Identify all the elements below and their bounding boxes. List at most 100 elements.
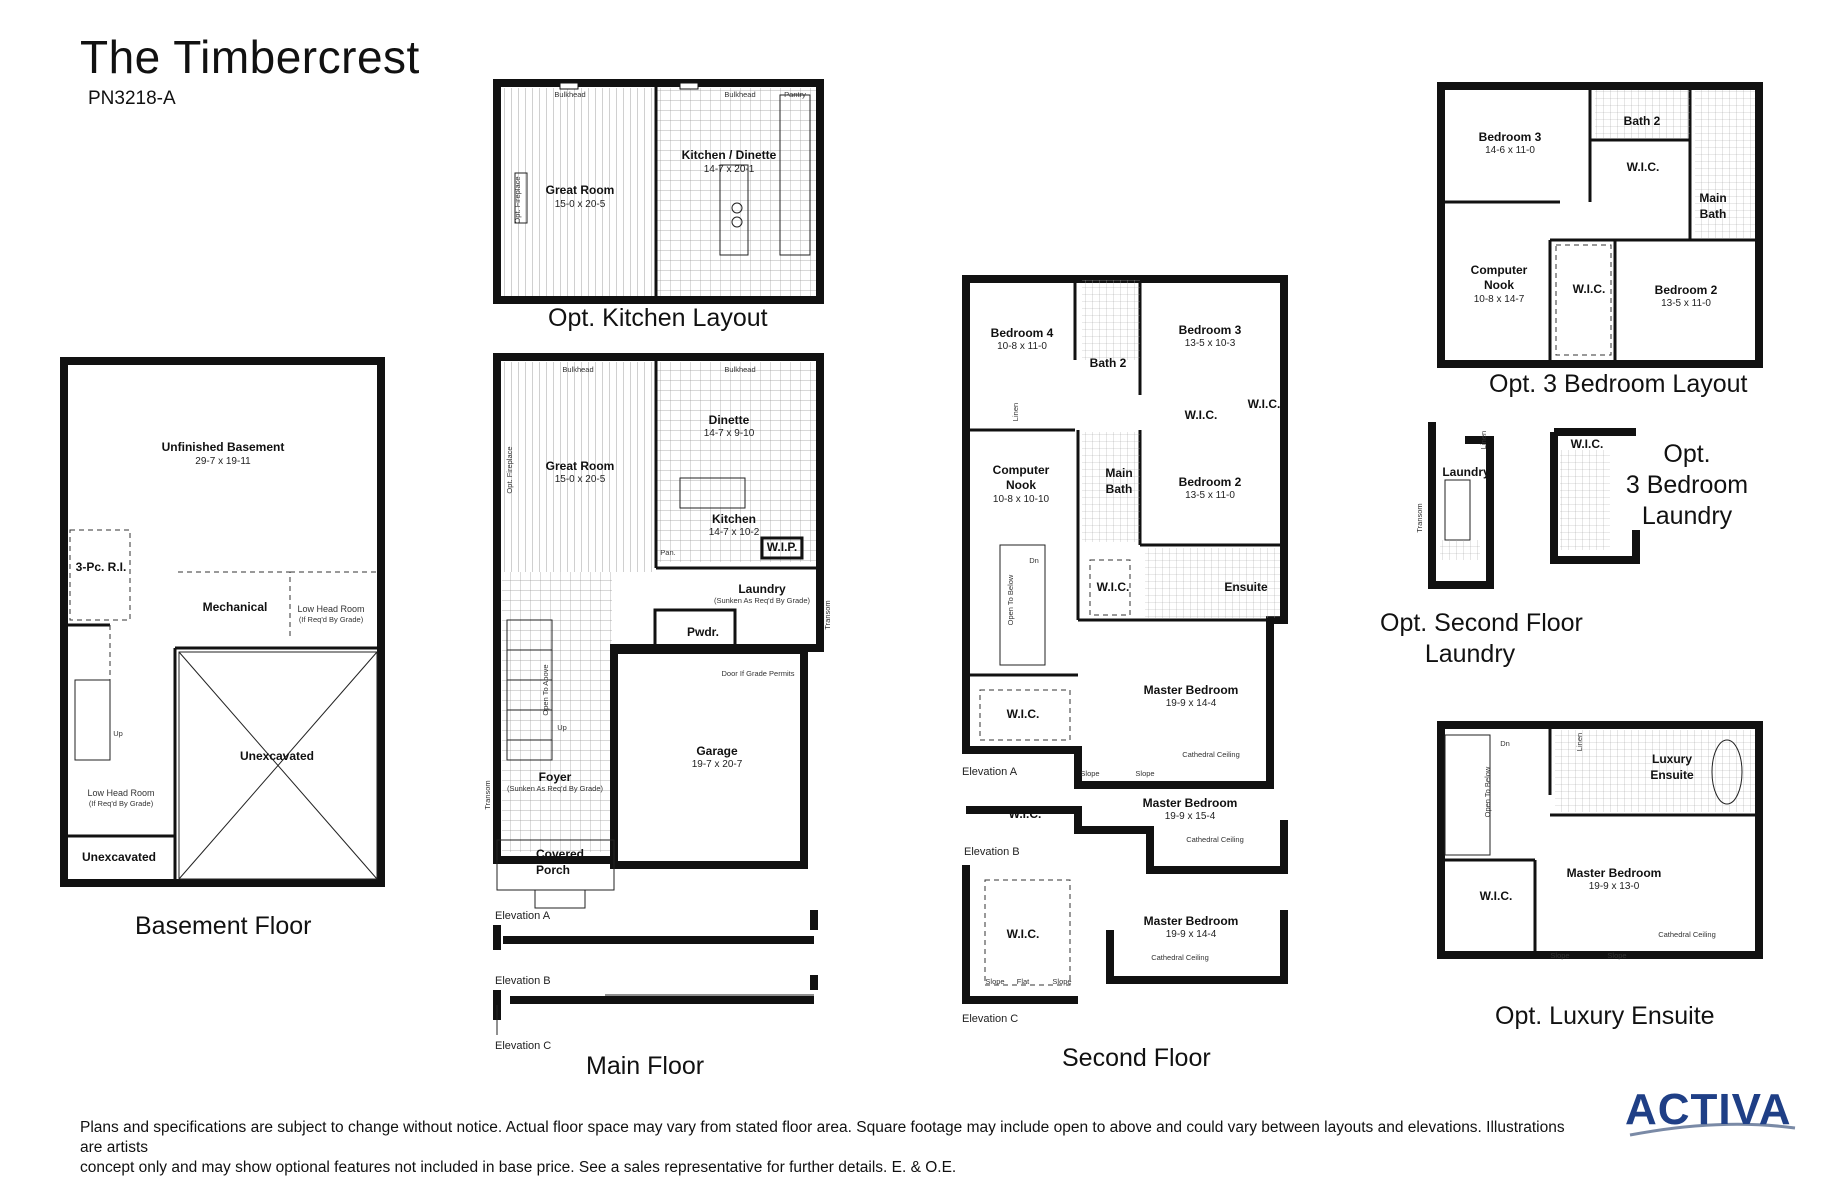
second-wic-b: W.I.C. xyxy=(1248,397,1281,411)
main-dinette-dim: 14-7 x 9-10 xyxy=(704,428,755,439)
three-bed-bedroom3-dim: 14-6 x 11-0 xyxy=(1485,145,1535,156)
basement-ri-label: 3-Pc. R.I. xyxy=(76,560,127,574)
second-open-below: Open To Below xyxy=(1006,574,1015,625)
main-bulkhead-2: Bulkhead xyxy=(724,365,755,374)
luxury-label-1: Luxury xyxy=(1652,752,1692,766)
second-main-bath-1: Main xyxy=(1105,466,1132,480)
basement-mechanical-label: Mechanical xyxy=(203,600,268,614)
second-flat: Flat xyxy=(1017,977,1030,986)
activa-logo-text: ACTIVA xyxy=(1625,1085,1792,1134)
main-laundry-note: (Sunken As Req'd By Grade) xyxy=(714,596,811,605)
main-elevation-b: Elevation B xyxy=(495,975,551,987)
plan-title: The Timbercrest xyxy=(80,31,420,83)
second-wic-a: W.I.C. xyxy=(1185,408,1218,422)
laundry-opt-wic: W.I.C. xyxy=(1571,437,1604,451)
three-bed-wic-1: W.I.C. xyxy=(1627,160,1660,174)
main-pantry: Pan. xyxy=(660,548,675,557)
main-floor-plan xyxy=(493,353,824,1035)
second-linen: Linen xyxy=(1011,403,1020,421)
second-wic-c-elev: W.I.C. xyxy=(1007,927,1040,941)
second-bath2-label: Bath 2 xyxy=(1090,356,1127,370)
main-door-note: Door If Grade Permits xyxy=(722,669,795,678)
three-bed-main-bath-1: Main xyxy=(1699,191,1726,205)
kitchen-opt-fireplace: Opt. Fireplace xyxy=(513,176,522,223)
main-wip-label: W.I.P. xyxy=(767,540,797,554)
opt-laundry-plans xyxy=(1428,422,1640,589)
luxury-master-label: Master Bedroom xyxy=(1567,866,1662,880)
three-bed-nook-1: Computer xyxy=(1471,263,1528,277)
caption-second-laundry-1: Opt. Second Floor xyxy=(1380,609,1583,637)
disclaimer-line-1: Plans and specifications are subject to … xyxy=(80,1119,1565,1156)
caption-three-bed-laundry-2: 3 Bedroom xyxy=(1625,471,1749,499)
plan-code: PN3218-A xyxy=(88,88,176,109)
kitchen-opt-great-room-dim: 15-0 x 20-5 xyxy=(555,199,606,210)
second-bedroom4-label: Bedroom 4 xyxy=(991,326,1054,340)
second-cathedral-c: Cathedral Ceiling xyxy=(1151,953,1209,962)
three-bed-bedroom2-dim: 13-5 x 11-0 xyxy=(1661,298,1711,309)
second-wic-d: W.I.C. xyxy=(1007,707,1040,721)
luxury-linen: Linen xyxy=(1575,733,1584,751)
second-dn: Dn xyxy=(1029,556,1039,565)
second-main-bath-2: Bath xyxy=(1106,482,1133,496)
main-bulkhead-1: Bulkhead xyxy=(562,365,593,374)
kitchen-opt-kitchen-label: Kitchen / Dinette xyxy=(682,148,777,162)
second-wic-c: W.I.C. xyxy=(1097,580,1130,594)
main-great-room-dim: 15-0 x 20-5 xyxy=(555,474,606,485)
caption-basement: Basement Floor xyxy=(135,912,312,940)
opt-three-bedroom-plan xyxy=(1437,82,1763,368)
main-porch-label-1: Covered xyxy=(536,847,584,861)
basement-low-head-2-note: (If Req'd By Grade) xyxy=(89,799,154,808)
second-wic-b-elev: W.I.C. xyxy=(1009,807,1042,821)
second-cathedral-b: Cathedral Ceiling xyxy=(1186,835,1244,844)
caption-second-laundry-2: Laundry xyxy=(1424,640,1516,668)
main-open-to-above: Open To Above xyxy=(541,664,550,715)
second-bedroom4-dim: 10-8 x 11-0 xyxy=(997,341,1047,352)
main-great-room-label: Great Room xyxy=(546,459,615,473)
basement-unexcavated-2: Unexcavated xyxy=(82,850,156,864)
caption-opt-kitchen: Opt. Kitchen Layout xyxy=(548,304,768,332)
disclaimer: Plans and specifications are subject to … xyxy=(80,1118,1580,1178)
three-bed-main-bath-2: Bath xyxy=(1700,207,1727,221)
second-slope-1: Slope xyxy=(1080,769,1099,778)
kitchen-opt-bulkhead-1: Bulkhead xyxy=(554,90,585,99)
caption-second-floor: Second Floor xyxy=(1062,1044,1211,1072)
luxury-dn: Dn xyxy=(1500,739,1510,748)
second-nook-dim: 10-8 x 10-10 xyxy=(993,494,1050,505)
luxury-open-below: Open To Below xyxy=(1483,766,1492,817)
second-ensuite-label: Ensuite xyxy=(1224,580,1268,594)
second-slope-c1: Slope xyxy=(985,977,1004,986)
second-bedroom2-dim: 13-5 x 11-0 xyxy=(1185,490,1235,501)
luxury-slope-2: Slope xyxy=(1607,951,1626,960)
main-transom-1: Transom xyxy=(823,600,832,629)
basement-up: Up xyxy=(113,729,123,738)
opt-kitchen-plan xyxy=(493,79,824,304)
main-porch-label-2: Porch xyxy=(536,863,570,877)
second-master-b-label: Master Bedroom xyxy=(1143,796,1238,810)
main-elevation-c: Elevation C xyxy=(495,1040,551,1052)
disclaimer-line-2: concept only and may show optional featu… xyxy=(80,1159,957,1176)
luxury-wic: W.I.C. xyxy=(1480,889,1513,903)
kitchen-opt-pantry: Pantry xyxy=(784,90,806,99)
three-bed-bedroom3-label: Bedroom 3 xyxy=(1479,130,1542,144)
main-garage-label: Garage xyxy=(696,744,738,758)
laundry-opt-label: Laundry xyxy=(1442,465,1490,479)
brand-swoosh xyxy=(1629,1122,1796,1137)
second-master-c-dim: 19-9 x 14-4 xyxy=(1166,929,1217,940)
main-kitchen-label: Kitchen xyxy=(712,512,756,526)
main-garage-dim: 19-7 x 20-7 xyxy=(692,759,743,770)
second-elevation-c: Elevation C xyxy=(962,1013,1018,1025)
second-nook-label-2: Nook xyxy=(1006,478,1036,492)
second-master-b-dim: 19-9 x 15-4 xyxy=(1165,811,1216,822)
second-slope-c2: Slope xyxy=(1052,977,1071,986)
second-bedroom3-label: Bedroom 3 xyxy=(1179,323,1242,337)
caption-opt-three-bed: Opt. 3 Bedroom Layout xyxy=(1489,370,1748,398)
main-foyer-label: Foyer xyxy=(539,770,572,784)
second-cathedral: Cathedral Ceiling xyxy=(1182,750,1240,759)
three-bed-nook-dim: 10-8 x 14-7 xyxy=(1474,294,1525,305)
basement-unfinished-label: Unfinished Basement xyxy=(162,440,285,454)
kitchen-opt-great-room-label: Great Room xyxy=(546,183,615,197)
second-floor-plan xyxy=(962,275,1288,1004)
main-fireplace: Opt. Fireplace xyxy=(505,446,514,493)
basement-low-head-2: Low Head Room xyxy=(87,788,154,798)
luxury-cathedral: Cathedral Ceiling xyxy=(1658,930,1716,939)
